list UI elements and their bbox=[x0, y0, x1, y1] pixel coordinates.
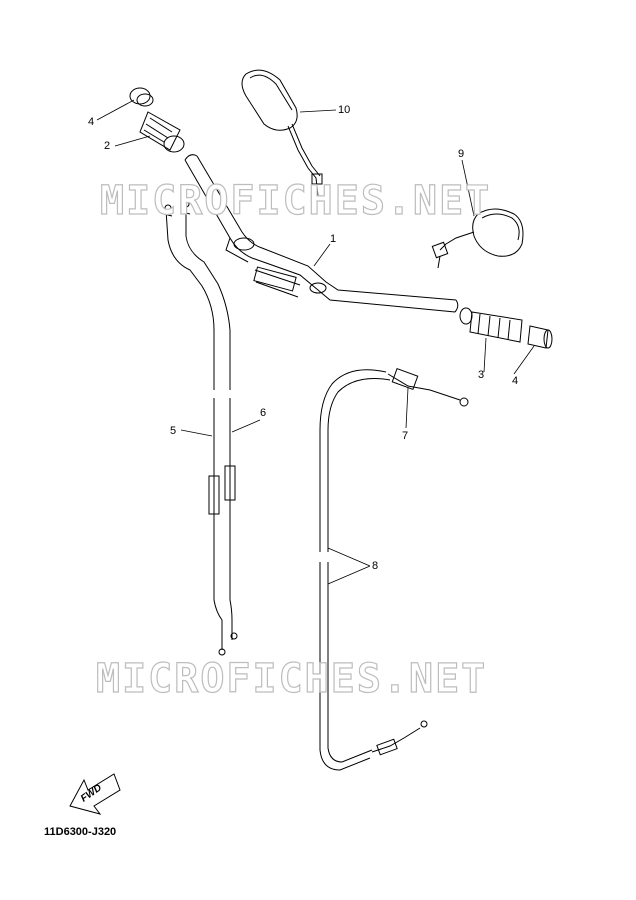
callout-1: 1 bbox=[330, 233, 337, 245]
callout-8: 8 bbox=[372, 560, 379, 572]
leader-lines bbox=[96, 99, 535, 585]
callout-4-left: 4 bbox=[88, 116, 95, 128]
forward-arrow-icon bbox=[69, 773, 121, 815]
callout-5: 5 bbox=[170, 425, 177, 437]
callout-10: 10 bbox=[338, 104, 351, 116]
left-grip bbox=[139, 111, 185, 153]
callout-2: 2 bbox=[104, 140, 111, 152]
callout-3: 3 bbox=[478, 369, 485, 381]
callout-4-right: 4 bbox=[512, 375, 519, 387]
clutch-cable bbox=[319, 368, 469, 771]
right-mirror bbox=[431, 208, 524, 269]
watermark-bottom: MICROFICHES.NET bbox=[95, 655, 488, 702]
handlebar bbox=[184, 154, 459, 313]
right-end-cap bbox=[527, 325, 553, 349]
callout-6: 6 bbox=[260, 407, 267, 419]
watermark-top: MICROFICHES.NET bbox=[99, 177, 492, 224]
callout-7: 7 bbox=[402, 430, 409, 442]
right-grip bbox=[459, 307, 523, 343]
throttle-cables bbox=[163, 200, 238, 656]
left-mirror bbox=[241, 69, 323, 197]
left-end-cap bbox=[129, 87, 154, 107]
callout-9: 9 bbox=[458, 148, 465, 160]
diagram-code: 11D6300-J320 bbox=[44, 826, 117, 838]
